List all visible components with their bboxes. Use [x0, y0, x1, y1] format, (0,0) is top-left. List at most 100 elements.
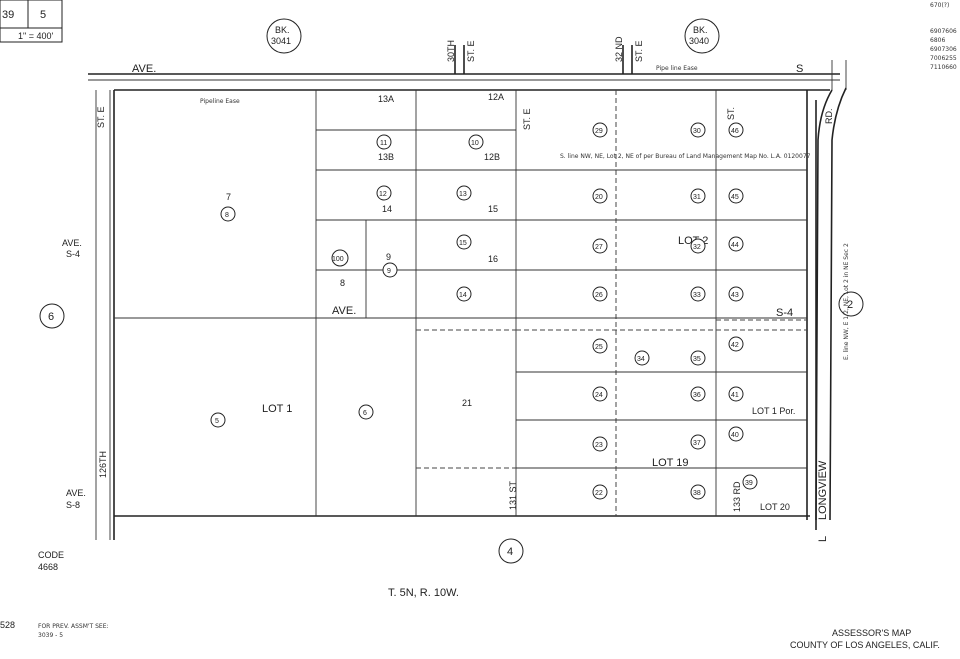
street-s8: S-8 [66, 500, 80, 510]
parcel-5[interactable]: 5 [210, 412, 226, 428]
parcel-46[interactable]: 46 [728, 122, 744, 138]
road-lines [88, 45, 847, 540]
parcel-41[interactable]: 41 [728, 386, 744, 402]
lot-label: 21 [462, 398, 472, 408]
lot-label: 12A [488, 92, 504, 102]
parcel-29[interactable]: 29 [592, 122, 608, 138]
svg-text:10: 10 [471, 140, 479, 147]
parcel-42[interactable]: 42 [728, 336, 744, 352]
parcel-23[interactable]: 23 [592, 436, 608, 452]
corner-index: 39 5 1" = 400' [0, 0, 63, 43]
svg-text:43: 43 [731, 292, 739, 299]
code-value: 4668 [38, 562, 58, 572]
svg-text:6: 6 [48, 311, 54, 323]
parcel-grid [114, 90, 807, 516]
map-scale: 1" = 400' [18, 31, 53, 41]
parcel-35[interactable]: 35 [690, 350, 706, 366]
svg-text:5: 5 [215, 418, 219, 425]
parcel-33[interactable]: 33 [690, 286, 706, 302]
street-st-e-mid: ST. E [522, 108, 532, 130]
parcel-30[interactable]: 30 [690, 122, 706, 138]
svg-text:46: 46 [731, 128, 739, 135]
svg-text:13: 13 [459, 191, 467, 198]
svg-text:2: 2 [847, 299, 853, 311]
svg-text:31: 31 [693, 194, 701, 201]
parcel-26[interactable]: 26 [592, 286, 608, 302]
svg-text:29: 29 [595, 128, 603, 135]
svg-text:25: 25 [595, 344, 603, 351]
svg-text:23: 23 [595, 442, 603, 449]
street-st-e-left: ST. E [96, 106, 106, 128]
street-126th: 126TH [98, 451, 108, 478]
parcel-38[interactable]: 38 [690, 484, 706, 500]
parcel-39[interactable]: 39 [742, 474, 758, 490]
parcel-43[interactable]: 43 [728, 286, 744, 302]
svg-text:26: 26 [595, 292, 603, 299]
parcel-100[interactable]: 100 [331, 249, 349, 267]
parcel-15[interactable]: 15 [456, 234, 472, 250]
parcel-13[interactable]: 13 [456, 185, 472, 201]
book-3040[interactable]: BK. 3040 [684, 18, 720, 54]
svg-text:35: 35 [693, 356, 701, 363]
bottom-legend: CODE 4668 T. 5N, R. 10W. 528 FOR PREV. A… [0, 550, 940, 650]
street-labels: AVE. S ST. E 30TH ST. E 32 ND ST. E ST. … [62, 36, 834, 542]
svg-text:39: 39 [745, 480, 753, 487]
parcel-36[interactable]: 36 [690, 386, 706, 402]
street-30th: 30TH [446, 40, 456, 62]
svg-text:14: 14 [459, 292, 467, 299]
parcel-31[interactable]: 31 [690, 188, 706, 204]
parcel-6[interactable]: 6 [358, 404, 374, 420]
lot-label: LOT 1 [262, 403, 292, 415]
sheet-4[interactable]: 4 [498, 538, 524, 564]
easement-notes: Pipeline Ease Pipe line Ease S. line NW,… [200, 65, 850, 360]
parcel-45[interactable]: 45 [728, 188, 744, 204]
svg-text:40: 40 [731, 432, 739, 439]
pipeline-ease-left: Pipeline Ease [200, 98, 240, 105]
township-range: T. 5N, R. 10W. [388, 587, 459, 599]
parcel-27[interactable]: 27 [592, 238, 608, 254]
street-s4-right: S-4 [776, 307, 793, 319]
ref-4: 6907306 [930, 46, 957, 53]
ref-3: 6806 [930, 37, 945, 44]
parcel-20[interactable]: 20 [592, 188, 608, 204]
street-s4: S-4 [66, 249, 80, 259]
parcel-40[interactable]: 40 [728, 426, 744, 442]
ref-1: 670(?) [930, 2, 949, 9]
parcel-12[interactable]: 12 [376, 185, 392, 201]
parcel-25[interactable]: 25 [592, 338, 608, 354]
parcel-34[interactable]: 34 [634, 350, 650, 366]
code-label: CODE [38, 550, 64, 560]
parcel-9[interactable]: 9 [382, 262, 398, 278]
parcel-11[interactable]: 11 [376, 134, 392, 150]
sheet-2[interactable]: 2 [838, 291, 864, 317]
street-s-top: S [796, 63, 803, 75]
book-number: 3040 [689, 36, 709, 46]
street-131st: 131 ST [508, 480, 518, 510]
svg-text:44: 44 [731, 242, 739, 249]
book-3041[interactable]: BK. 3041 [266, 18, 302, 54]
book-label: BK. [693, 25, 708, 35]
parcel-10[interactable]: 10 [468, 134, 484, 150]
sheet-6[interactable]: 6 [39, 303, 65, 329]
svg-text:38: 38 [693, 490, 701, 497]
parcel-22[interactable]: 22 [592, 484, 608, 500]
svg-text:8: 8 [225, 212, 229, 219]
parcel-37[interactable]: 37 [690, 434, 706, 450]
street-32nd-st: ST. E [634, 40, 644, 62]
book-label: BK. [275, 25, 290, 35]
parcel-8[interactable]: 8 [220, 206, 236, 222]
street-l-prefix: L [817, 536, 829, 542]
parcel-44[interactable]: 44 [728, 236, 744, 252]
assessor-title: ASSESSOR'S MAP [832, 628, 911, 638]
parcel-14[interactable]: 14 [456, 286, 472, 302]
lot-label: LOT 20 [760, 502, 790, 512]
lot-label: 12B [484, 152, 500, 162]
page-number: 528 [0, 620, 15, 630]
parcel-24[interactable]: 24 [592, 386, 608, 402]
svg-text:22: 22 [595, 490, 603, 497]
street-30th-st: ST. E [466, 40, 476, 62]
parcel-32[interactable]: 32 [690, 238, 706, 254]
lot-label: LOT 19 [652, 457, 689, 469]
street-ave-s4: AVE. [62, 238, 82, 248]
